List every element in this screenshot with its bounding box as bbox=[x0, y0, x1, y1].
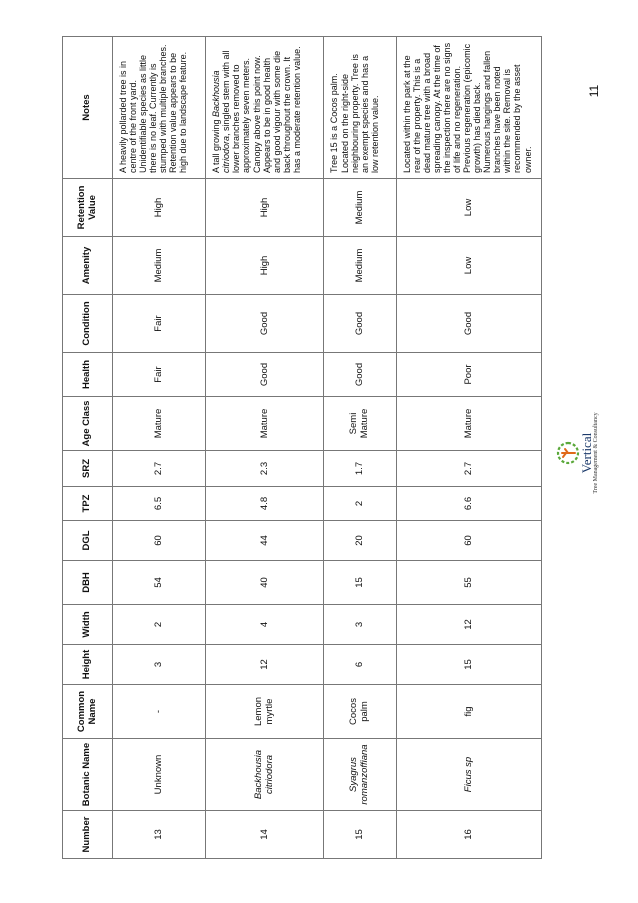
header-condition: Condition bbox=[62, 294, 113, 353]
cell-condition: Fair bbox=[112, 294, 206, 353]
header-age-class: Age Class bbox=[62, 396, 113, 451]
cell-notes: A heavily pollarded tree is in centre of… bbox=[112, 36, 206, 179]
header-retention-value: Retention Value bbox=[62, 178, 113, 237]
table-row: 16 Ficus sp fig 15 12 55 60 6.6 2.7 Matu… bbox=[396, 36, 542, 859]
cell-dbh: 55 bbox=[396, 560, 542, 605]
cell-tpz: 6.6 bbox=[396, 486, 542, 521]
cell-retention-value: High bbox=[112, 178, 206, 237]
cell-health: Poor bbox=[396, 352, 542, 397]
header-srz: SRZ bbox=[62, 450, 113, 487]
cell-height: 3 bbox=[112, 644, 206, 685]
cell-dbh: 40 bbox=[205, 560, 324, 605]
cell-age-class: Mature bbox=[205, 396, 324, 451]
cell-height: 6 bbox=[323, 644, 397, 685]
cell-width: 3 bbox=[323, 604, 397, 645]
cell-amenity: Medium bbox=[112, 236, 206, 295]
table-row: 14 Backhousia citriodora Lemon myrtle 12… bbox=[205, 36, 324, 859]
header-width: Width bbox=[62, 604, 113, 645]
cell-srz: 1.7 bbox=[323, 450, 397, 487]
cell-common-name: Lemon myrtle bbox=[205, 684, 324, 739]
header-dgl: DGL bbox=[62, 520, 113, 561]
header-notes: Notes bbox=[62, 36, 113, 179]
cell-height: 12 bbox=[205, 644, 324, 685]
cell-width: 12 bbox=[396, 604, 542, 645]
cell-width: 2 bbox=[112, 604, 206, 645]
cell-age-class: Semi Mature bbox=[323, 396, 397, 451]
company-logo: Vertical Tree Management & Consultancy bbox=[548, 398, 608, 508]
header-health: Health bbox=[62, 352, 113, 397]
cell-amenity: Low bbox=[396, 236, 542, 295]
cell-number: 14 bbox=[205, 810, 324, 859]
table-row: 13 Unknown - 3 2 54 60 6.5 2.7 Mature Fa… bbox=[112, 36, 206, 859]
header-dbh: DBH bbox=[62, 560, 113, 605]
cell-health: Fair bbox=[112, 352, 206, 397]
cell-health: Good bbox=[205, 352, 324, 397]
cell-amenity: Medium bbox=[323, 236, 397, 295]
header-common-name: Common Name bbox=[62, 684, 113, 739]
cell-number: 13 bbox=[112, 810, 206, 859]
cell-dgl: 20 bbox=[323, 520, 397, 561]
cell-height: 15 bbox=[396, 644, 542, 685]
cell-tpz: 4.8 bbox=[205, 486, 324, 521]
cell-number: 16 bbox=[396, 810, 542, 859]
cell-common-name: - bbox=[112, 684, 206, 739]
cell-srz: 2.3 bbox=[205, 450, 324, 487]
tree-assessment-table-wrapper: Number Botanic Name Common Name Height W… bbox=[62, 36, 542, 859]
cell-condition: Good bbox=[396, 294, 542, 353]
cell-dbh: 54 bbox=[112, 560, 206, 605]
cell-notes: Tree 15 is a Cocos palm. Located on the … bbox=[323, 36, 397, 179]
tree-assessment-table: Number Botanic Name Common Name Height W… bbox=[62, 36, 542, 859]
cell-retention-value: Medium bbox=[323, 178, 397, 237]
header-botanic-name: Botanic Name bbox=[62, 738, 113, 811]
cell-age-class: Mature bbox=[112, 396, 206, 451]
cell-number: 15 bbox=[323, 810, 397, 859]
cell-botanic-name: Ficus sp bbox=[396, 738, 542, 811]
cell-tpz: 2 bbox=[323, 486, 397, 521]
cell-dgl: 60 bbox=[396, 520, 542, 561]
cell-common-name: Cocos palm bbox=[323, 684, 397, 739]
cell-botanic-name: Unknown bbox=[112, 738, 206, 811]
cell-botanic-name: Syagrus romanzoffiana bbox=[323, 738, 397, 811]
table-row: 15 Syagrus romanzoffiana Cocos palm 6 3 … bbox=[323, 36, 397, 859]
cell-notes: A tall growing Backhousia citriodora, si… bbox=[205, 36, 324, 179]
header-amenity: Amenity bbox=[62, 236, 113, 295]
cell-condition: Good bbox=[323, 294, 397, 353]
cell-retention-value: Low bbox=[396, 178, 542, 237]
cell-retention-value: High bbox=[205, 178, 324, 237]
cell-common-name: fig bbox=[396, 684, 542, 739]
cell-amenity: High bbox=[205, 236, 324, 295]
logo-tagline: Tree Management & Consultancy bbox=[593, 412, 600, 494]
cell-botanic-name: Backhousia citriodora bbox=[205, 738, 324, 811]
page-number: 11 bbox=[587, 84, 602, 98]
cell-tpz: 6.5 bbox=[112, 486, 206, 521]
cell-dgl: 44 bbox=[205, 520, 324, 561]
header-tpz: TPZ bbox=[62, 486, 113, 521]
header-height: Height bbox=[62, 644, 113, 685]
header-number: Number bbox=[62, 810, 113, 859]
cell-dgl: 60 bbox=[112, 520, 206, 561]
cell-age-class: Mature bbox=[396, 396, 542, 451]
cell-srz: 2.7 bbox=[396, 450, 542, 487]
cell-dbh: 15 bbox=[323, 560, 397, 605]
cell-width: 4 bbox=[205, 604, 324, 645]
cell-notes: Located within the park at the rear of t… bbox=[396, 36, 542, 179]
tree-logo-icon bbox=[557, 441, 580, 465]
cell-condition: Good bbox=[205, 294, 324, 353]
header-row: Number Botanic Name Common Name Height W… bbox=[62, 36, 113, 859]
cell-srz: 2.7 bbox=[112, 450, 206, 487]
notes-body: , singled stem with all lower branches r… bbox=[221, 46, 302, 173]
cell-health: Good bbox=[323, 352, 397, 397]
notes-prefix: A tall growing bbox=[211, 116, 222, 173]
logo-name: Vertical bbox=[579, 432, 595, 474]
